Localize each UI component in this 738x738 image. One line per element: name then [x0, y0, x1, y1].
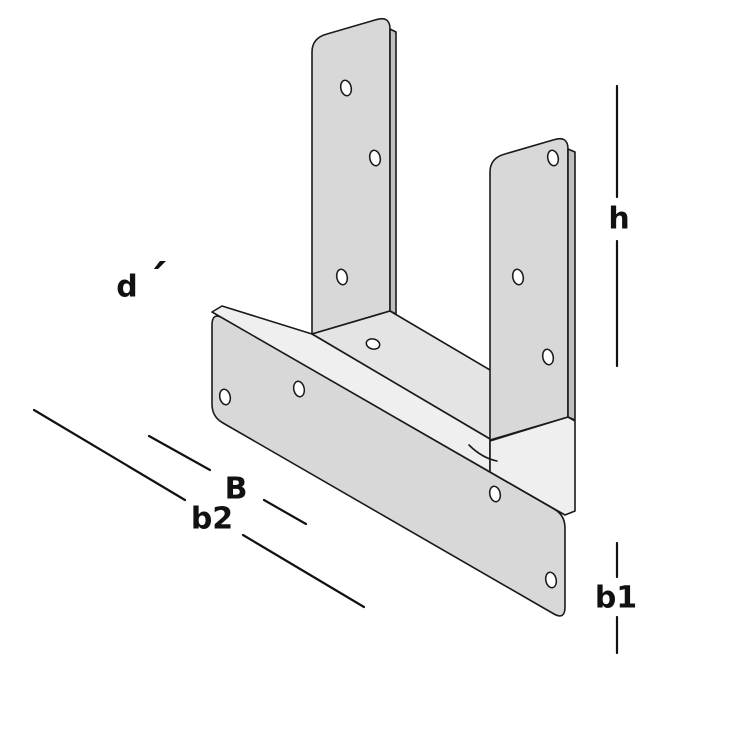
bolt-hole — [339, 79, 353, 97]
bracket — [211, 17, 576, 617]
bolt-hole — [218, 388, 232, 406]
dimension-label-d-tick: ´ — [146, 256, 168, 307]
left-flange-thickness-edge — [389, 28, 397, 315]
dimension-label-b2: b2 — [191, 502, 233, 537]
dimension-line-B-left — [147, 434, 212, 472]
right-flange-thickness-edge — [567, 148, 576, 421]
left-flange-plate — [311, 17, 391, 335]
bolt-hole — [365, 338, 381, 350]
dimension-annotations: h b1 B b2 d ´ — [32, 84, 637, 655]
bolt-hole — [368, 149, 382, 167]
dimension-line-b2-left — [32, 408, 187, 502]
right-flange-plate — [489, 137, 569, 441]
dimension-label-B: B — [225, 472, 248, 507]
bolt-hole — [488, 485, 502, 503]
bolt-hole — [335, 268, 349, 286]
bolt-hole — [544, 571, 558, 589]
dimension-line-B-right — [262, 498, 308, 526]
dimension-label-b1: b1 — [595, 581, 637, 616]
fold-curve — [468, 444, 498, 462]
bolt-hole — [541, 348, 555, 366]
bolt-hole — [292, 380, 306, 398]
bolt-hole — [546, 149, 560, 167]
bolt-hole — [511, 268, 525, 286]
dimension-label-h: h — [608, 202, 629, 237]
dimension-label-d: d — [116, 270, 137, 305]
dimension-line-b2-right — [241, 533, 366, 609]
